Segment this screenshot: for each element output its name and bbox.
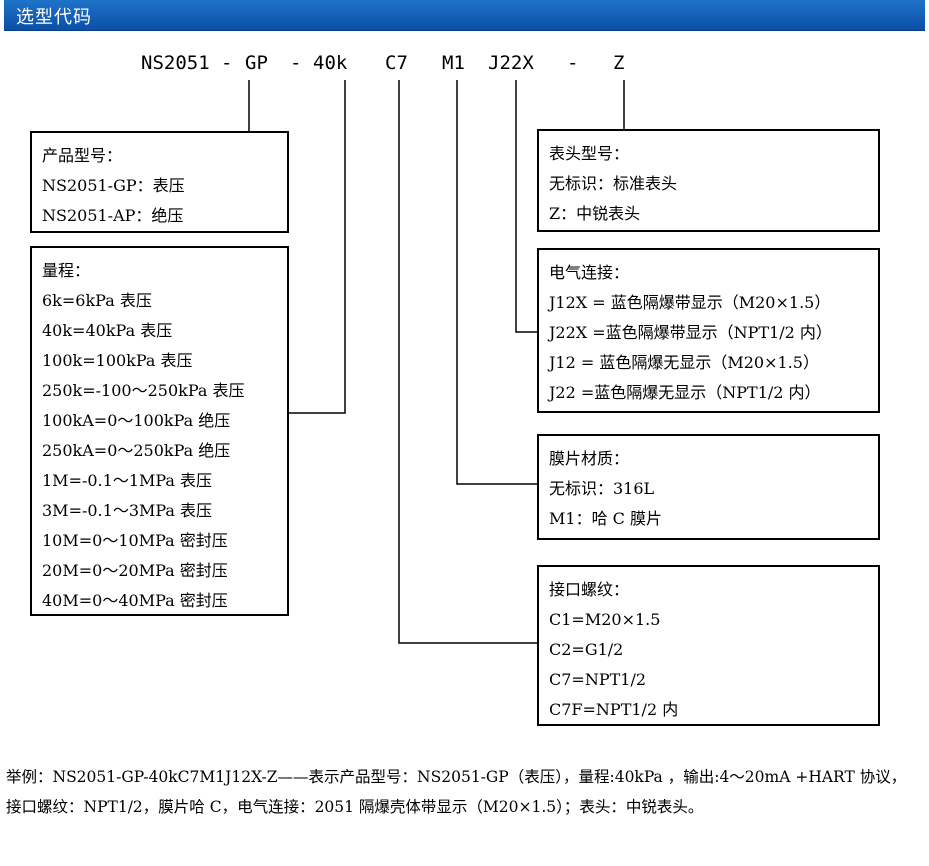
diaphragm-item: 无标识：316L xyxy=(549,479,655,498)
range-item: 100k=100kPa 表压 xyxy=(42,351,193,370)
connector-thread xyxy=(398,80,537,644)
range-item: 10M=0～10MPa 密封压 xyxy=(42,531,228,550)
code-thread: C7 xyxy=(385,52,408,74)
connector-range xyxy=(288,80,346,414)
connector-diaphragm xyxy=(456,80,537,485)
section-title: 选型代码 xyxy=(16,7,92,28)
electrical-item: J12X = 蓝色隔爆带显示（M20×1.5） xyxy=(549,293,831,312)
thread-title: 接口螺纹： xyxy=(549,580,630,599)
range-item: 100kA=0～100kPa 绝压 xyxy=(42,411,231,430)
code-electrical: J22X xyxy=(488,52,534,74)
thread-item: C2=G1/2 xyxy=(549,640,624,659)
range-title: 量程： xyxy=(42,261,91,280)
code-type: GP xyxy=(245,52,268,74)
product-model-title: 产品型号： xyxy=(42,146,123,165)
electrical-item: J22 =蓝色隔爆无显示（NPT1/2 内） xyxy=(549,383,821,402)
section-header-bar: 选型代码 xyxy=(4,0,925,31)
code-dash: - xyxy=(567,52,579,74)
diaphragm-title: 膜片材质： xyxy=(549,449,630,468)
code-diaphragm: M1 xyxy=(442,52,465,74)
range-item: 3M=-0.1～3MPa 表压 xyxy=(42,501,213,520)
thread-item: C1=M20×1.5 xyxy=(549,610,661,629)
head-model-box: 表头型号： 无标识：标准表头 Z：中锐表头 xyxy=(537,129,880,232)
range-item: 20M=0～20MPa 密封压 xyxy=(42,561,228,580)
thread-item: C7F=NPT1/2 内 xyxy=(549,700,679,719)
range-item: 1M=-0.1～1MPa 表压 xyxy=(42,471,213,490)
product-model-box: 产品型号： NS2051-GP：表压 NS2051-AP：绝压 xyxy=(30,131,289,233)
connector-electrical xyxy=(515,80,537,333)
electrical-item: J12 = 蓝色隔爆无显示（M20×1.5） xyxy=(549,353,819,372)
range-item: 40M=0～40MPa 密封压 xyxy=(42,591,228,610)
example-paragraph: 举例：NS2051-GP-40kC7M1J12X-Z——表示产品型号：NS205… xyxy=(6,768,907,816)
electrical-title: 电气连接： xyxy=(549,263,630,282)
code-dash: - xyxy=(290,52,302,74)
range-item: 250kA=0～250kPa 绝压 xyxy=(42,441,231,460)
head-model-item: Z：中锐表头 xyxy=(549,204,641,223)
electrical-item: J22X =蓝色隔爆带显示（NPT1/2 内） xyxy=(549,323,832,342)
thread-box: 接口螺纹： C1=M20×1.5 C2=G1/2 C7=NPT1/2 C7F=N… xyxy=(537,565,880,726)
diaphragm-item: M1：哈 C 膜片 xyxy=(549,509,662,528)
product-model-item: NS2051-AP：绝压 xyxy=(42,206,184,225)
range-box: 量程： 6k=6kPa 表压 40k=40kPa 表压 100k=100kPa … xyxy=(30,246,289,616)
range-item: 6k=6kPa 表压 xyxy=(42,291,152,310)
thread-item: C7=NPT1/2 xyxy=(549,670,647,689)
code-range: 40k xyxy=(313,52,348,74)
range-item: 250k=-100～250kPa 表压 xyxy=(42,381,245,400)
code-dash: - xyxy=(221,52,233,74)
head-model-title: 表头型号： xyxy=(549,144,630,163)
electrical-connection-box: 电气连接： J12X = 蓝色隔爆带显示（M20×1.5） J22X =蓝色隔爆… xyxy=(537,248,880,413)
product-model-item: NS2051-GP：表压 xyxy=(42,176,185,195)
code-head: Z xyxy=(613,52,625,74)
code-model: NS2051 xyxy=(141,52,210,74)
diaphragm-material-box: 膜片材质： 无标识：316L M1：哈 C 膜片 xyxy=(537,434,880,540)
range-item: 40k=40kPa 表压 xyxy=(42,321,173,340)
head-model-item: 无标识：标准表头 xyxy=(549,174,678,193)
